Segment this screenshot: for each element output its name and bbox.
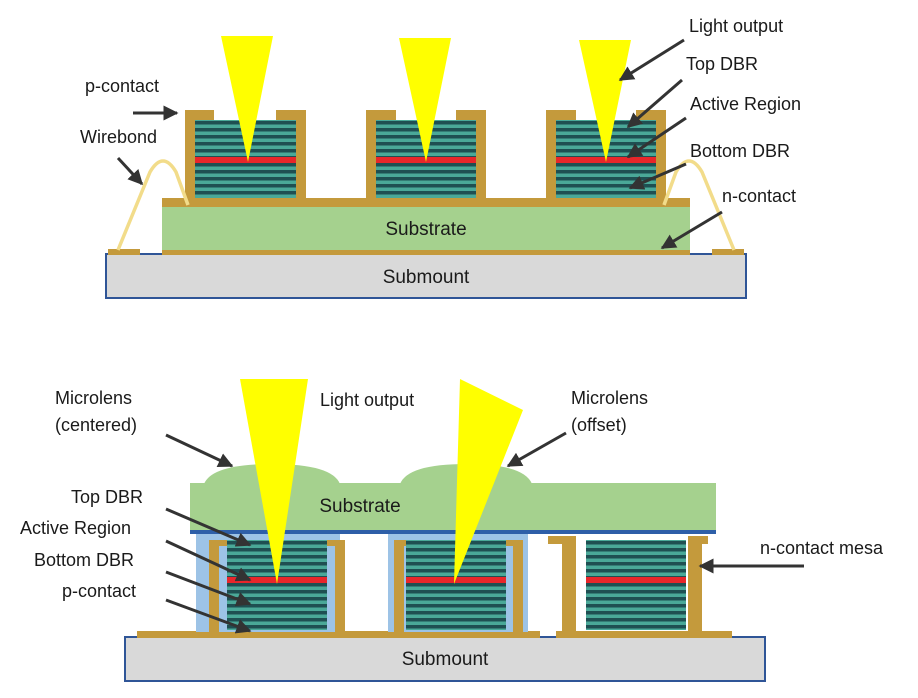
- top-light-output-label: Light output: [689, 16, 783, 36]
- top-n-contact-metal: [162, 249, 690, 255]
- bottom-top-dbr-label: Top DBR: [71, 487, 143, 507]
- bottom-microlens-offset-label-1: Microlens: [571, 388, 648, 408]
- top-diagram: Submount Substrate Light output Top DBR …: [80, 16, 801, 299]
- bottom-p-contact-label: p-contact: [62, 581, 136, 601]
- bottom-microlens-offset-label-2: (offset): [571, 415, 627, 435]
- top-wirebond-right: [662, 159, 736, 251]
- bottom-arrow-p-contact: [165, 598, 252, 634]
- bottom-light-beam-centered: [240, 379, 308, 584]
- bottom-arrow-microlens-offset: [506, 431, 567, 468]
- top-n-contact-label: n-contact: [722, 186, 796, 206]
- top-arrows: [116, 38, 723, 250]
- top-light-beam-3: [579, 40, 631, 162]
- bottom-p-contact-bar: [137, 631, 540, 638]
- bottom-arrow-top-dbr: [165, 507, 252, 547]
- top-arrow-wirebond: [116, 156, 144, 186]
- bottom-dbr-stack-2-active-region: [406, 577, 506, 583]
- top-substrate: [162, 207, 690, 250]
- top-submount-label: Submount: [383, 267, 470, 288]
- bottom-light-output-label: Light output: [320, 390, 414, 410]
- top-wirebond-label: Wirebond: [80, 127, 157, 147]
- top-arrow-top-dbr: [626, 78, 683, 129]
- top-active-region-label: Active Region: [690, 94, 801, 114]
- bottom-arrow-bottom-dbr: [165, 570, 252, 607]
- bottom-bottom-dbr-label: Bottom DBR: [34, 550, 134, 570]
- bottom-n-contact-mesa-label: n-contact mesa: [760, 538, 884, 558]
- bottom-substrate-label: Substrate: [319, 496, 400, 517]
- top-substrate-label: Substrate: [385, 219, 466, 240]
- bottom-n-contact-bar: [556, 631, 732, 638]
- bottom-dbr-stack-2: [406, 540, 506, 630]
- bottom-substrate-blue-line: [190, 530, 716, 534]
- bottom-arrow-active-region: [165, 539, 252, 582]
- top-submount: [105, 253, 747, 299]
- top-wirebond-left: [116, 159, 190, 251]
- bottom-arrow-microlens-centered: [165, 433, 234, 468]
- bottom-microlens-centered-label-1: Microlens: [55, 388, 132, 408]
- bottom-light-beam-offset: [454, 379, 523, 584]
- top-left-pad: [108, 249, 140, 255]
- top-right-pad: [712, 249, 744, 255]
- bottom-active-region-label: Active Region: [20, 518, 131, 538]
- top-arrow-active-region: [626, 116, 687, 159]
- top-p-contact-label: p-contact: [85, 76, 159, 96]
- top-top-dbr-label: Top DBR: [686, 54, 758, 74]
- top-light-beam-2: [399, 38, 451, 162]
- top-arrow-bottom-dbr: [628, 162, 687, 190]
- bottom-dbr-stack-3-active-region: [586, 577, 686, 583]
- bottom-microlens-centered-label-2: (centered): [55, 415, 137, 435]
- bottom-submount-label: Submount: [402, 649, 489, 670]
- top-bottom-dbr-label: Bottom DBR: [690, 141, 790, 161]
- bottom-dbr-stack-3: [586, 540, 686, 630]
- bottom-arrows: [165, 431, 804, 634]
- top-light-beam-1: [221, 36, 273, 162]
- top-arrow-n-contact: [660, 210, 723, 250]
- top-arrow-light-output: [618, 38, 685, 82]
- top-dbr-stack-1-active-region: [195, 157, 296, 163]
- bottom-diagram: Submount Substrate: [20, 379, 884, 682]
